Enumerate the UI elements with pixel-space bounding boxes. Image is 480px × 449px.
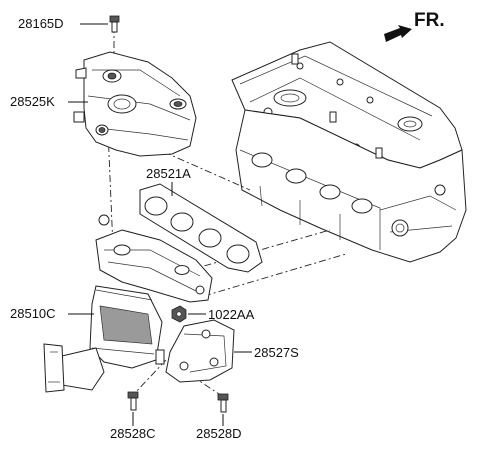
front-direction-label: FR.	[414, 10, 445, 31]
heat-protector-28525K	[73, 51, 197, 157]
bolt-28528D	[217, 393, 229, 413]
gasket-28521A	[139, 183, 263, 273]
front-direction-indicator: FR.	[384, 10, 445, 42]
bolt-28528C	[127, 391, 139, 411]
label-28521A: 28521A	[146, 166, 191, 181]
nut-1022AA	[171, 305, 187, 323]
callout-28525K: 28525K	[10, 94, 88, 109]
bracket-28527S	[165, 319, 235, 383]
callout-28165D: 28165D	[18, 16, 108, 31]
label-28510C: 28510C	[10, 306, 56, 321]
callout-1022AA: 1022AA	[188, 307, 255, 322]
front-arrow-icon	[384, 25, 412, 42]
label-28528C: 28528C	[110, 426, 156, 441]
label-28165D: 28165D	[18, 16, 64, 31]
callout-28527S: 28527S	[234, 345, 299, 360]
label-28527S: 28527S	[254, 345, 299, 360]
callout-28510C: 28510C	[10, 306, 94, 321]
callout-28528D: 28528D	[196, 414, 242, 441]
engine-cylinder-head	[231, 41, 467, 263]
manifold-catalyst-28510C	[43, 214, 213, 393]
callout-28528C: 28528C	[110, 412, 156, 441]
label-28525K: 28525K	[10, 94, 55, 109]
callout-28521A: 28521A	[146, 166, 191, 196]
label-1022AA: 1022AA	[208, 307, 255, 322]
bolt-28165D	[109, 15, 120, 33]
label-28528D: 28528D	[196, 426, 242, 441]
